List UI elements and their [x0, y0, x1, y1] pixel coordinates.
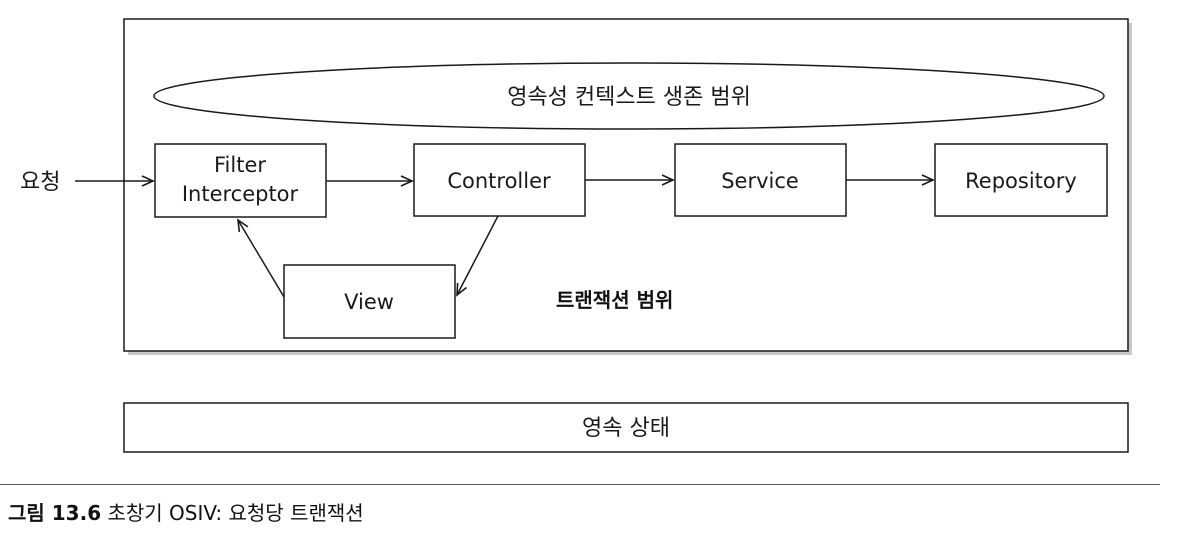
persistence-context-label: 영속성 컨텍스트 생존 범위 — [507, 85, 751, 110]
interceptor-label: Interceptor — [182, 182, 299, 206]
persistent-state-box — [123, 402, 1129, 453]
persistent-state-label: 영속 상태 — [582, 416, 670, 441]
filter-label: Filter — [214, 153, 266, 177]
repository-label: Repository — [965, 169, 1077, 193]
controller-label: Controller — [447, 169, 551, 193]
request-label: 요청 — [20, 170, 60, 195]
persistence-context-ellipse — [153, 62, 1105, 130]
transaction-scope-label: 트랜잭션 범위 — [556, 288, 673, 312]
figure-caption: 그림 13.6 초창기 OSIV: 요청당 트랜잭션 — [8, 497, 364, 526]
view-box — [283, 264, 456, 339]
caption-divider — [0, 484, 1160, 485]
filter-interceptor-box — [154, 143, 327, 218]
controller-to-view-arrow — [456, 215, 499, 297]
view-label: View — [344, 290, 394, 314]
repository-box — [934, 143, 1108, 217]
service-label: Service — [721, 169, 799, 193]
figure-number: 그림 13.6 — [8, 501, 102, 525]
figure-title: 초창기 OSIV: 요청당 트랜잭션 — [107, 501, 364, 525]
service-box — [674, 143, 847, 217]
view-to-filter-arrow — [237, 218, 285, 298]
